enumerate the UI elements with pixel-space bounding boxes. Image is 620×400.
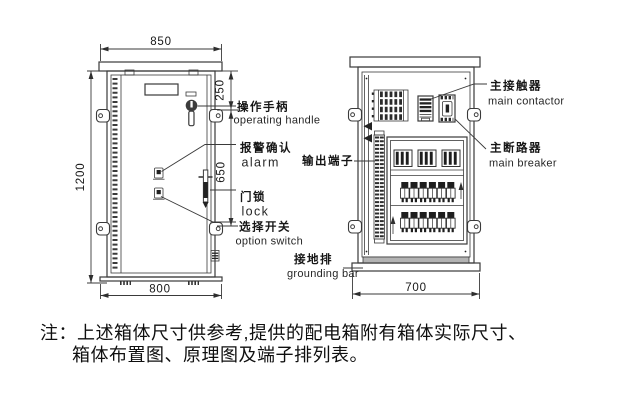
cable-arrow [363, 134, 372, 143]
front-cabinet [95, 61, 224, 285]
mounting-ear [208, 221, 224, 236]
dim-mid-span: 650 [216, 110, 238, 227]
internal-view: 700 主接触器 main contactor 主断路器 main breake… [287, 56, 564, 299]
mounting-ear [95, 221, 111, 236]
callout-option-switch-en: option switch [236, 236, 304, 248]
branch-breaker [409, 181, 419, 203]
mounting-ear [466, 219, 482, 234]
output-terminal-strip-icon [373, 130, 385, 244]
dim-handle-offset: 250 [215, 70, 238, 111]
branch-breaker [418, 211, 428, 233]
door-frame [110, 74, 212, 274]
callout-lock-zh: 门锁 [240, 190, 266, 204]
branch-breaker [446, 211, 456, 233]
callout-grounding-bar-zh: 接地排 [294, 252, 333, 266]
cabinet-body [106, 70, 216, 278]
callout-operating-handle-en: operating handle [234, 115, 321, 127]
note: 注：上述箱体尺寸供参考,提供的配电箱附有箱体实际尺寸、 箱体布置图、原理图及端子… [40, 323, 527, 365]
branch-breaker [436, 211, 447, 233]
branch-breaker [418, 181, 428, 203]
cabinet-base [99, 276, 223, 282]
dim-width-top: 850 [100, 36, 222, 61]
branch-breaker [400, 181, 410, 203]
callout-lock: 门锁 lock [210, 190, 270, 219]
callout-main-breaker-zh: 主断路器 [490, 141, 542, 155]
callout-main-contactor-zh: 主接触器 [490, 79, 542, 93]
cabinet-base [351, 262, 481, 272]
mounting-ear [95, 108, 111, 123]
top-hinge-tab [188, 69, 199, 76]
dim-800-label: 800 [149, 284, 171, 296]
callout-alarm-zh: 报警确认 [240, 141, 292, 155]
door-lock-icon [198, 169, 213, 208]
mccb-breaker [442, 150, 460, 167]
vent-hinge-mark [210, 250, 220, 262]
dim-height: 1200 [75, 70, 107, 284]
main-breaker-icon [438, 94, 456, 123]
mounting-ear [347, 219, 363, 234]
option-switch-button-icon [153, 187, 165, 200]
note-line-2: 箱体布置图、原理图及端子排列表。 [72, 345, 368, 365]
mounting-ear [466, 107, 482, 122]
breaker-panel [386, 136, 468, 245]
callout-main-contactor: 主接触器 main contactor [430, 79, 564, 108]
callout-operating-handle-zh: 操作手柄 [237, 100, 289, 114]
cabinet-top-cap [349, 56, 481, 68]
callout-output-terminals-zh: 输出端子 [302, 154, 354, 168]
callout-lock-en: lock [242, 205, 270, 219]
callout-alarm-en: alarm [242, 156, 280, 170]
branch-breaker [427, 211, 438, 233]
alarm-button-icon [153, 167, 165, 180]
callout-option-switch-zh: 选择开关 [239, 220, 291, 234]
callout-main-breaker: 主断路器 main breaker [454, 118, 557, 170]
note-line-1: 注：上述箱体尺寸供参考,提供的配电箱附有箱体实际尺寸、 [40, 323, 527, 343]
grounding-bar-strip [362, 256, 470, 264]
operating-handle-icon [185, 99, 198, 127]
branch-breaker [400, 211, 410, 233]
cable-arrow [363, 122, 372, 131]
callout-grounding-bar: 接地排 grounding bar [287, 252, 363, 280]
branch-breaker [409, 211, 419, 233]
main-contactor-icon [417, 95, 434, 122]
dim-width-bottom: 800 [100, 284, 222, 299]
terminal-block-icon [371, 89, 409, 122]
mounting-ear [208, 108, 224, 123]
dim-650-label: 650 [216, 161, 228, 183]
callout-output-terminals: 输出端子 [302, 154, 375, 168]
mccb-breaker [394, 150, 412, 167]
dim-1200-label: 1200 [75, 163, 87, 192]
callout-option-switch: 选择开关 option switch [160, 196, 304, 248]
dim-width-bottom-right: 700 [352, 273, 480, 299]
internal-cabinet [347, 56, 482, 272]
mccb-breaker [418, 150, 436, 167]
cabinet-top-cap [98, 61, 223, 72]
callout-main-contactor-en: main contactor [488, 96, 564, 108]
front-view: 850 1200 250 650 800 [75, 36, 320, 299]
callout-grounding-bar-en: grounding bar [287, 268, 359, 280]
dim-700-label: 700 [405, 282, 427, 294]
branch-breaker [436, 181, 447, 203]
mounting-ear [347, 107, 363, 122]
callout-main-breaker-en: main breaker [489, 158, 557, 170]
nameplate [144, 83, 179, 96]
branch-breaker [446, 181, 456, 203]
callout-alarm: 报警确认 alarm [161, 141, 292, 172]
dim-250-label: 250 [215, 79, 227, 101]
handle-escutcheon [185, 91, 197, 97]
top-hinge-tab [124, 69, 135, 76]
branch-breaker [427, 181, 438, 203]
callout-operating-handle: 操作手柄 operating handle [197, 100, 321, 127]
dim-850-label: 850 [150, 36, 172, 48]
